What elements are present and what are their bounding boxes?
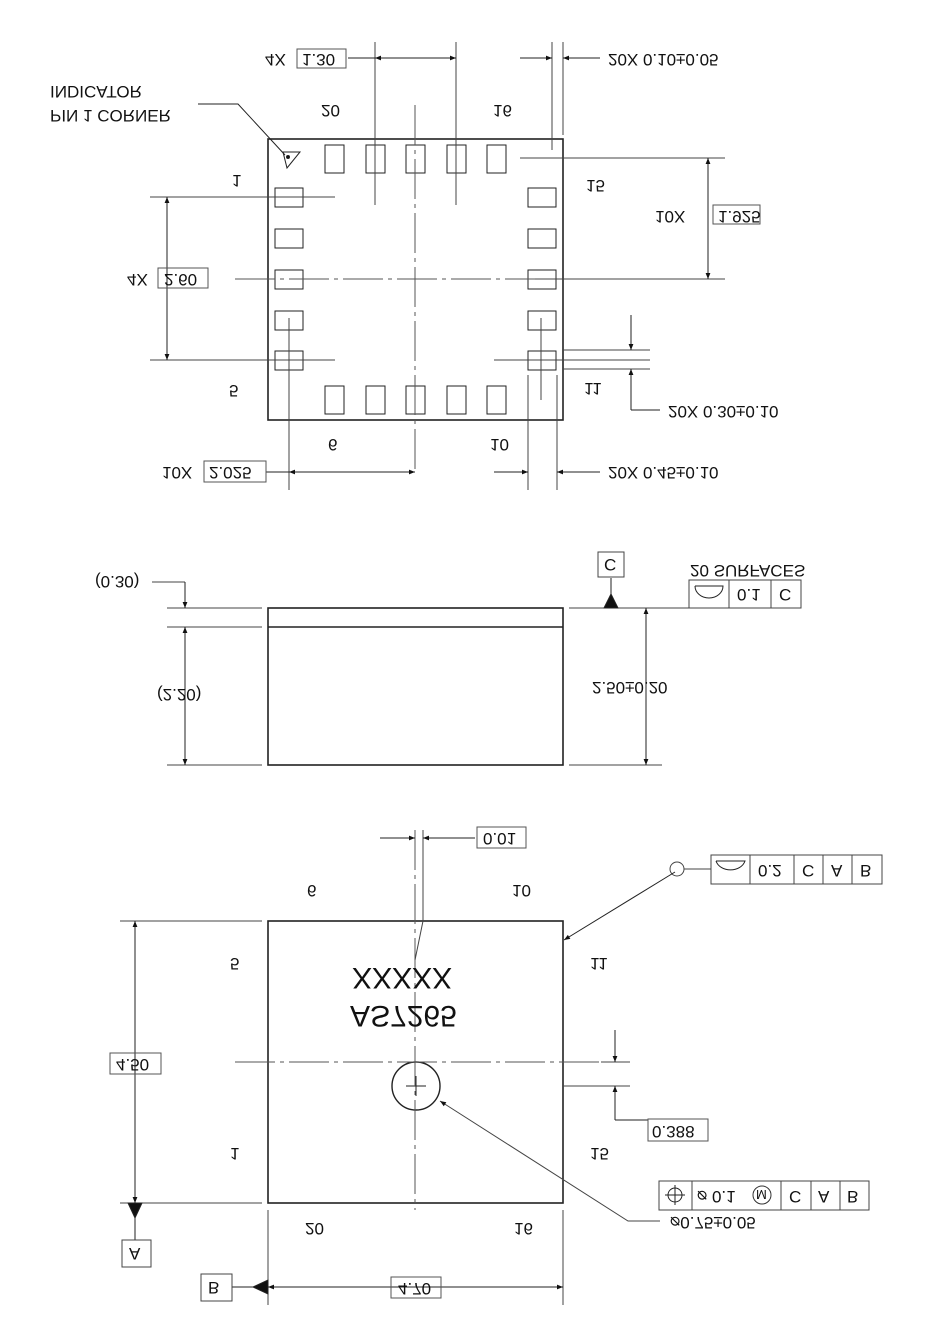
pin-16-label: 16 <box>493 101 512 120</box>
pin-10-label: 10 <box>490 435 509 454</box>
pitch-left-value: 2.60 <box>164 270 198 289</box>
bottom-pads <box>324 385 507 415</box>
side-outline <box>267 607 564 766</box>
bottom-pin-20-label: 20 <box>305 1219 324 1238</box>
datum-c-label: C <box>604 555 617 574</box>
side-fcf-tolerance: 0.1 <box>737 585 761 604</box>
pin-5-label: 5 <box>229 381 239 400</box>
position-fcf-datum-3: B <box>847 1187 859 1206</box>
pin-1-label: 1 <box>232 171 242 190</box>
profile-fcf-tolerance: 0.2 <box>758 861 782 880</box>
position-fcf-modifier: M <box>756 1187 767 1202</box>
position-fcf-datum-2: A <box>818 1187 830 1206</box>
position-fcf-datum-1: C <box>789 1187 802 1206</box>
marking-line2: AS7265 <box>350 999 457 1032</box>
lid-thickness-dim: (0.30) <box>95 572 140 591</box>
pin1-label-line2: INDICATOR <box>50 82 142 101</box>
profile-fcf-datum-1: C <box>802 861 815 880</box>
pin-11-label: 11 <box>584 379 602 398</box>
offset-x-dim: 0.01 <box>483 829 517 848</box>
pin-6-label: 6 <box>328 435 338 454</box>
pitch-left-prefix: 4X <box>127 270 148 289</box>
bottom-pin-11-label: 11 <box>590 954 608 973</box>
position-fcf-tolerance: ⌀ 0.1 <box>697 1187 736 1206</box>
pitch-bottom-value: 2.025 <box>209 463 252 482</box>
offset-y-dim: 0.388 <box>652 1122 695 1141</box>
pitch-top-prefix: 4X <box>265 50 286 69</box>
position-icon <box>665 1185 685 1205</box>
body-height-dim: (2.20) <box>157 685 202 704</box>
pad-width-dim: 20X 0.45±0.10 <box>608 463 719 482</box>
pin1-indicator-icon <box>282 151 302 170</box>
side-view <box>152 551 802 766</box>
hole-diameter-dim: ⌀0.75±0.05 <box>670 1213 756 1232</box>
width-dim: 4.70 <box>398 1279 432 1298</box>
surfaces-note: 20 SURFACES <box>690 561 806 580</box>
pin1-label-line1: PIN 1 CORNER <box>50 106 171 125</box>
profile-fcf-datum-3: B <box>860 861 872 880</box>
pin-15-label: 15 <box>586 176 605 195</box>
bottom-pin-10-label: 10 <box>512 881 531 900</box>
pitch-right-value: 1.925 <box>718 207 761 226</box>
side-fcf-datum: C <box>779 585 792 604</box>
datum-b-label: B <box>208 1278 220 1297</box>
pitch-bottom-prefix: 10X <box>162 463 193 482</box>
pitch-top-value: 1.30 <box>302 50 336 69</box>
bottom-pin-15-label: 15 <box>590 1144 609 1163</box>
profile-fcf-datum-2: A <box>831 861 843 880</box>
datum-a-label: A <box>129 1244 141 1263</box>
profile-of-surface-icon <box>694 585 724 599</box>
pitch-right-prefix: 10X <box>655 207 686 226</box>
height-dim: 4.50 <box>116 1055 150 1074</box>
bottom-pin-6-label: 6 <box>307 881 317 900</box>
bottom-pin-1-label: 1 <box>230 1144 240 1163</box>
pad-height-dim: 20X 0.30±0.10 <box>668 402 779 421</box>
bottom-view <box>109 826 883 1305</box>
bottom-pin-16-label: 16 <box>514 1219 533 1238</box>
bottom-pin-5-label: 5 <box>230 954 240 973</box>
top-view <box>150 42 761 490</box>
marking-line1: XXXXX <box>352 961 453 994</box>
pin-20-label: 20 <box>321 101 340 120</box>
profile-of-surface-icon <box>715 860 746 871</box>
pad-gap-dim: 20X 0.10±0.05 <box>608 50 719 69</box>
total-height-dim: 2.50±0.20 <box>592 678 668 697</box>
